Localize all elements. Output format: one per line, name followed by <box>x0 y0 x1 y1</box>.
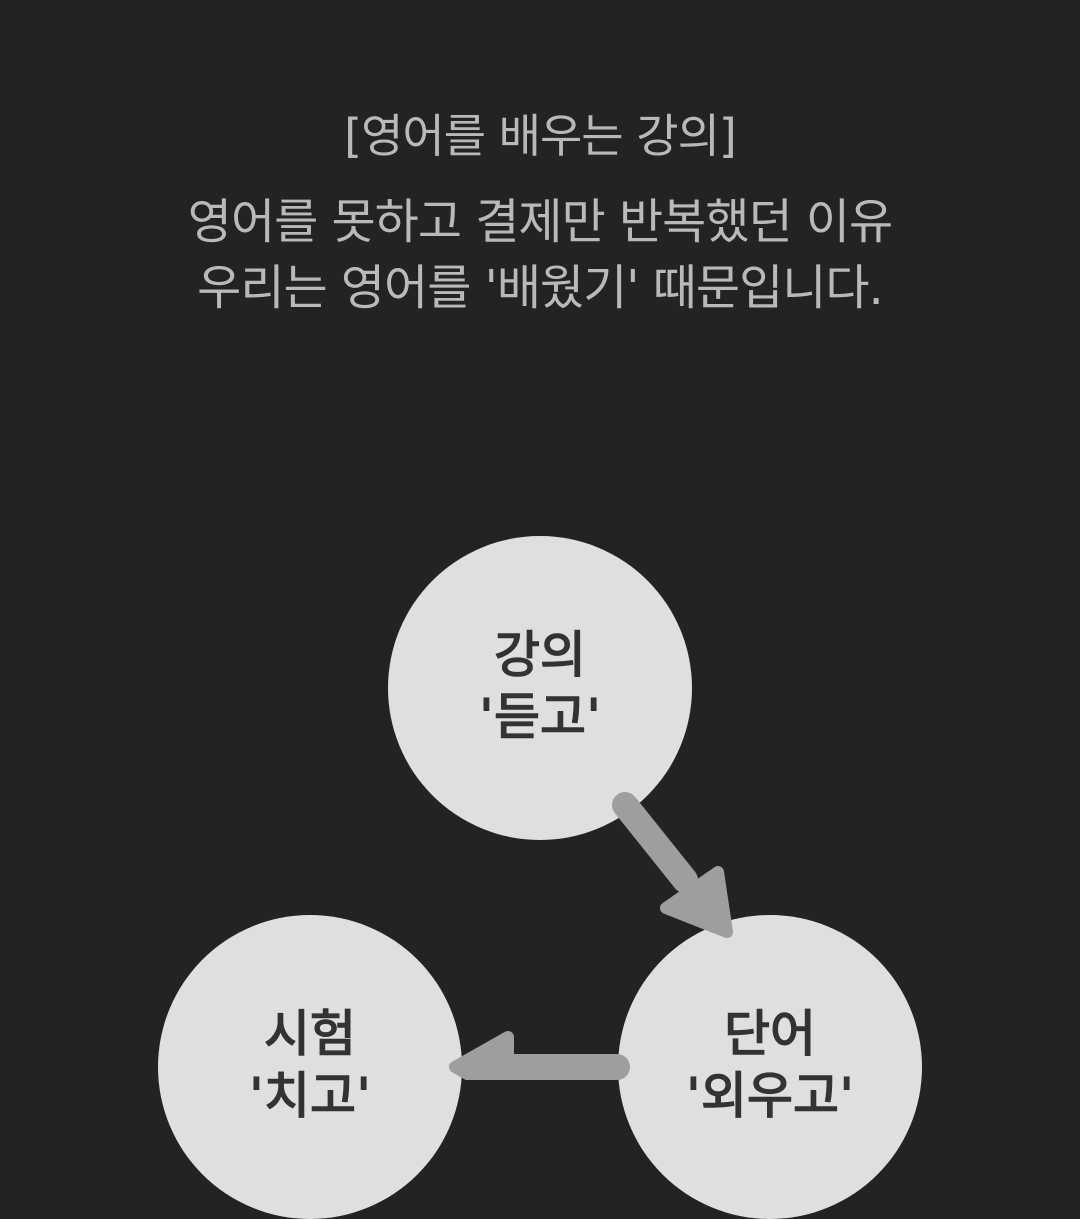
subtitle: [영어를 배우는 강의] <box>344 109 737 163</box>
headline-line-2: 우리는 영어를 '배웠기' 때문입니다. <box>197 260 884 316</box>
step-action: '듣고' <box>478 688 602 746</box>
arrow-left-icon <box>449 1031 630 1080</box>
arrow-down-right-icon <box>612 792 733 938</box>
cycle-step-lecture: 강의 '듣고' <box>388 536 692 840</box>
headline-line-1: 영어를 못하고 결제만 반복했던 이유 <box>187 194 893 250</box>
step-title: 시험 <box>264 1005 356 1063</box>
arrows <box>449 792 733 1080</box>
step-title: 강의 <box>494 626 586 684</box>
step-title: 단어 <box>724 1005 816 1063</box>
